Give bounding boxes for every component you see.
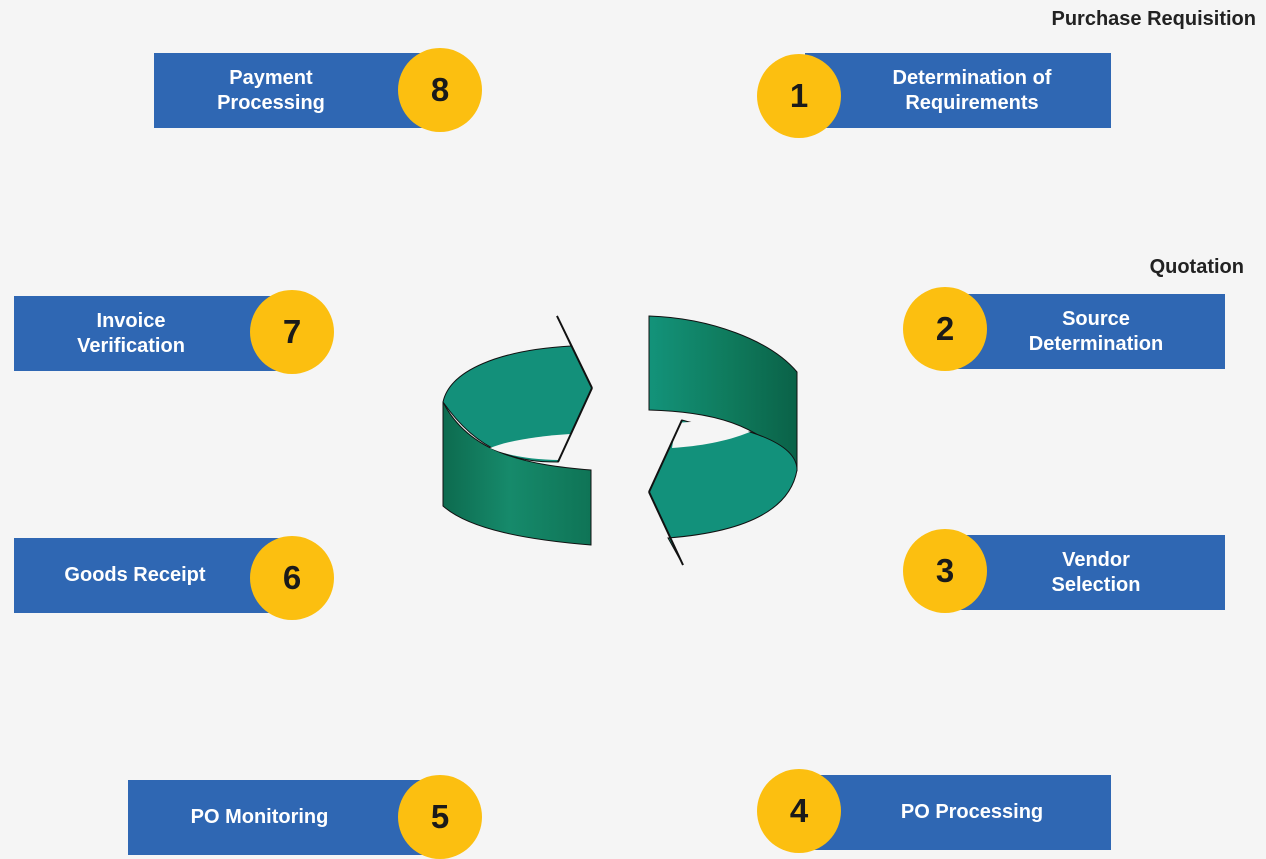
left-arrowhead-line-upper — [556, 315, 593, 389]
step-3-box: Vendor Selection — [955, 535, 1225, 610]
purchase-requisition-annotation: Purchase Requisition — [1051, 8, 1257, 30]
left-arrow-wall — [442, 401, 592, 546]
step-7-badge: 7 — [250, 290, 334, 374]
step-6-badge: 6 — [250, 536, 334, 620]
left-arrowhead-line-lower — [557, 387, 593, 463]
step-2-box: Source Determination — [955, 294, 1225, 369]
step-1-label: Determination of Requirements — [892, 66, 1052, 114]
step-5-badge: 5 — [398, 775, 482, 859]
step-3-label: Vendor Selection — [1051, 548, 1141, 596]
step-2-badge: 2 — [903, 287, 987, 371]
step-7-box: Invoice Verification — [14, 296, 292, 371]
right-arrowhead-line-upper — [648, 419, 683, 493]
step-5-box: PO Monitoring — [128, 780, 443, 855]
step-1-box: Determination of Requirements — [805, 53, 1111, 128]
step-4-box: PO Processing — [805, 775, 1111, 850]
step-4-badge: 4 — [757, 769, 841, 853]
quotation-annotation: Quotation — [1149, 256, 1244, 278]
step-7-label: Invoice Verification — [77, 309, 185, 357]
step-8-badge: 8 — [398, 48, 482, 132]
step-2-label: Source Determination — [1028, 307, 1164, 355]
right-arrow-inner-hole — [672, 421, 750, 448]
step-3-badge: 3 — [903, 529, 987, 613]
step-1-badge: 1 — [757, 54, 841, 138]
step-4-label: PO Processing — [900, 801, 1044, 823]
step-6-label: Goods Receipt — [64, 564, 206, 586]
left-arrow-inner-hole — [490, 434, 570, 460]
step-8-label: Payment Processing — [217, 66, 325, 114]
right-arrowhead-line-lower — [648, 491, 684, 566]
step-5-label: PO Monitoring — [190, 806, 329, 828]
step-8-box: Payment Processing — [154, 53, 444, 128]
step-6-box: Goods Receipt — [14, 538, 292, 613]
